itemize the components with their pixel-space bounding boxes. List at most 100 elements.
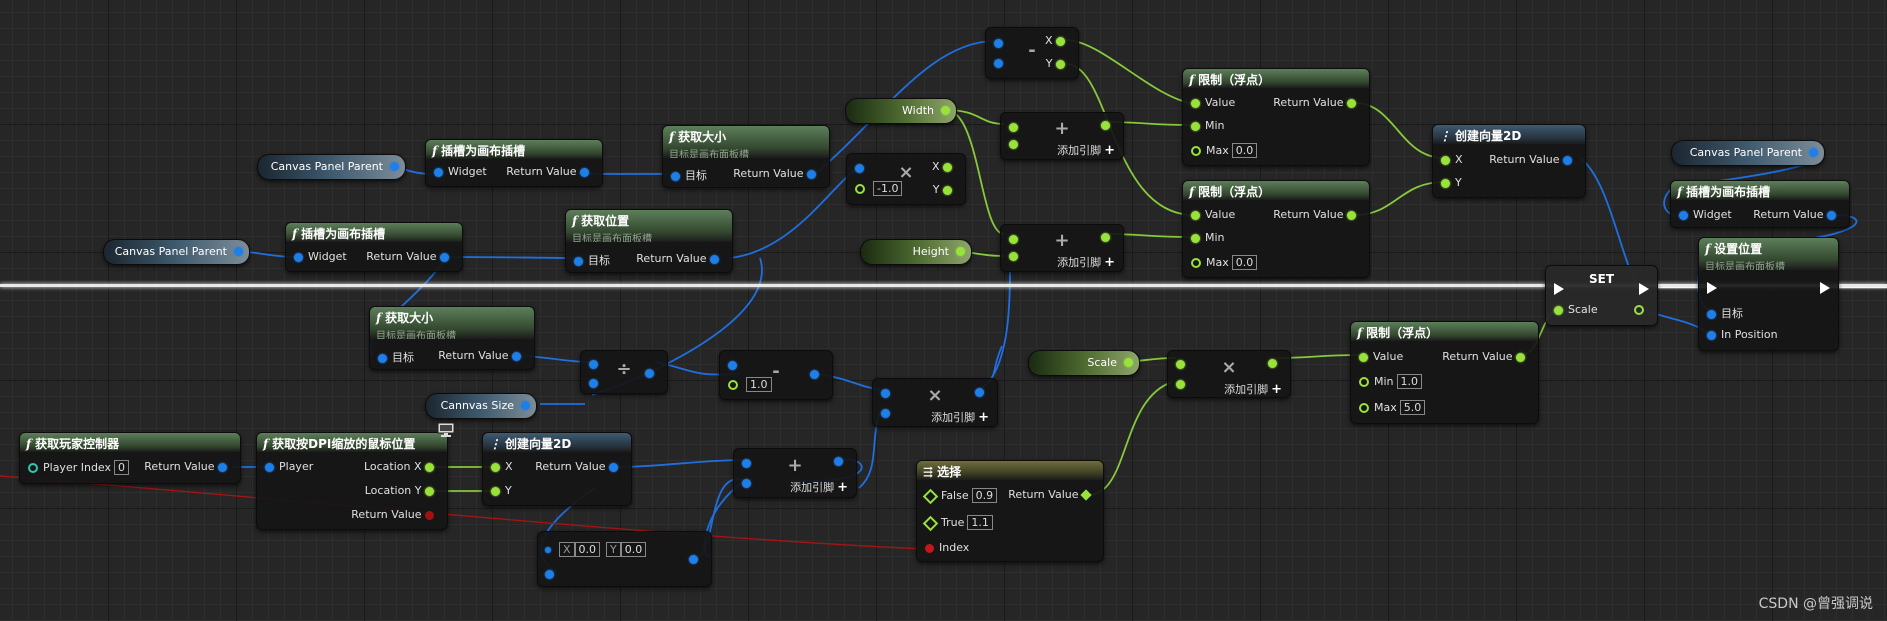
output-row[interactable]: Return Value bbox=[144, 460, 232, 473]
output-pin[interactable] bbox=[807, 169, 816, 179]
add-pin-button[interactable]: 添加引脚+ bbox=[1057, 254, 1115, 270]
output-row[interactable] bbox=[689, 552, 703, 565]
exec-in-pin[interactable] bbox=[1707, 282, 1717, 294]
output-row[interactable] bbox=[975, 385, 989, 398]
input-row[interactable]: X bbox=[1441, 153, 1463, 166]
output-pin[interactable] bbox=[1809, 148, 1818, 157]
exec-in-pin[interactable] bbox=[1554, 283, 1564, 295]
input-row[interactable] bbox=[589, 376, 603, 389]
exec-out-row[interactable] bbox=[1639, 282, 1649, 295]
output-row[interactable]: Return Value bbox=[438, 349, 526, 362]
output-pin[interactable] bbox=[218, 462, 227, 472]
output-pin[interactable] bbox=[1056, 36, 1065, 46]
input-row[interactable] bbox=[728, 358, 742, 371]
output-row[interactable]: Y bbox=[1046, 57, 1070, 70]
var-scale[interactable]: Scale bbox=[1028, 350, 1140, 376]
input-row[interactable] bbox=[855, 161, 869, 174]
output-row[interactable] bbox=[1268, 356, 1282, 369]
input-pin[interactable] bbox=[1009, 122, 1018, 132]
node-make-vector2d[interactable]: ⋮创建向量2D X Return Value Y bbox=[482, 432, 632, 506]
input-pin[interactable] bbox=[1707, 309, 1716, 319]
input-pin[interactable] bbox=[728, 360, 737, 370]
input-pin[interactable] bbox=[1191, 146, 1201, 156]
output-row[interactable]: X bbox=[1045, 34, 1070, 47]
value-field[interactable]: 5.0 bbox=[1399, 400, 1426, 415]
output-row[interactable]: Return Value bbox=[1273, 208, 1361, 221]
input-pin[interactable] bbox=[1359, 403, 1369, 413]
output-pin[interactable] bbox=[956, 247, 965, 256]
output-pin[interactable] bbox=[1827, 210, 1836, 220]
output-pin[interactable] bbox=[943, 162, 952, 172]
input-pin[interactable] bbox=[589, 378, 598, 388]
input-pin[interactable] bbox=[922, 515, 939, 531]
output-row[interactable]: Return Value bbox=[1008, 488, 1095, 501]
input-row[interactable] bbox=[742, 456, 756, 469]
output-pin[interactable] bbox=[580, 167, 589, 177]
input-row[interactable] bbox=[1009, 232, 1023, 245]
node-subtract-vector[interactable]: - X Y bbox=[985, 27, 1079, 79]
output-row[interactable]: Return Value bbox=[733, 167, 821, 180]
value-field[interactable]: 1.1 bbox=[967, 515, 993, 530]
input-row[interactable] bbox=[545, 567, 559, 580]
input-pin[interactable] bbox=[1176, 359, 1185, 369]
output-pin[interactable] bbox=[1563, 155, 1572, 165]
output-row[interactable]: Return Value bbox=[366, 250, 454, 263]
value-field[interactable]: 0.0 bbox=[1231, 143, 1258, 158]
input-pin[interactable] bbox=[925, 543, 934, 553]
input-row[interactable] bbox=[1009, 137, 1023, 150]
output-row[interactable]: Return Value bbox=[506, 165, 594, 178]
input-pin[interactable] bbox=[1359, 377, 1369, 387]
input-pin[interactable] bbox=[1707, 330, 1716, 340]
add-pin-button[interactable]: 添加引脚+ bbox=[1224, 381, 1282, 397]
input-row[interactable] bbox=[1009, 249, 1023, 262]
input-pin[interactable] bbox=[881, 388, 890, 398]
node-multiply-vector[interactable]: × -1.0 X Y bbox=[846, 153, 966, 205]
input-row[interactable]: 目标 bbox=[574, 252, 610, 268]
input-row[interactable] bbox=[1176, 377, 1190, 390]
output-pin[interactable] bbox=[1124, 358, 1133, 367]
input-pin[interactable] bbox=[1554, 305, 1563, 315]
input-pin[interactable] bbox=[922, 488, 939, 504]
output-row[interactable]: Return Value bbox=[1273, 96, 1361, 109]
input-pin[interactable] bbox=[1191, 98, 1200, 108]
input-row[interactable]: Index bbox=[925, 541, 969, 554]
output-row[interactable]: Return Value bbox=[351, 508, 439, 521]
input-row[interactable]: Min bbox=[1191, 231, 1225, 244]
output-pin[interactable] bbox=[425, 486, 434, 496]
output-pin[interactable] bbox=[941, 106, 950, 115]
var-width[interactable]: Width bbox=[845, 98, 957, 124]
output-pin[interactable] bbox=[689, 554, 698, 564]
exec-in-row[interactable] bbox=[1554, 282, 1564, 295]
input-row[interactable]: Value bbox=[1191, 96, 1235, 109]
value-field[interactable]: 1.0 bbox=[1396, 374, 1423, 389]
input-row[interactable]: Min bbox=[1191, 119, 1225, 132]
node-add-float[interactable]: + 添加引脚+ bbox=[1000, 224, 1124, 272]
input-pin[interactable] bbox=[294, 252, 303, 262]
node-set-scale[interactable]: SET Scale bbox=[1545, 265, 1658, 326]
input-pin[interactable] bbox=[881, 408, 890, 418]
add-pin-button[interactable]: 添加引脚+ bbox=[790, 479, 848, 495]
input-row[interactable]: 目标 bbox=[378, 349, 414, 365]
exec-out-pin[interactable] bbox=[1820, 282, 1830, 294]
node-make-vector2d[interactable]: ⋮创建向量2D X Return Value Y bbox=[1432, 124, 1586, 198]
output-pin[interactable] bbox=[1101, 232, 1110, 242]
input-row[interactable]: Widget bbox=[434, 165, 487, 178]
input-row[interactable] bbox=[742, 476, 756, 489]
output-row[interactable]: X bbox=[932, 160, 957, 173]
input-pin[interactable] bbox=[1009, 139, 1018, 149]
output-row[interactable]: Return Value bbox=[1489, 153, 1577, 166]
input-pin[interactable] bbox=[1441, 155, 1450, 165]
add-pin-button[interactable]: 添加引脚+ bbox=[931, 409, 989, 425]
input-pin[interactable] bbox=[265, 462, 274, 472]
input-pin[interactable] bbox=[742, 478, 751, 488]
output-pin[interactable] bbox=[1347, 98, 1356, 108]
input-row[interactable]: Widget bbox=[1679, 208, 1732, 221]
output-pin[interactable] bbox=[810, 369, 819, 379]
